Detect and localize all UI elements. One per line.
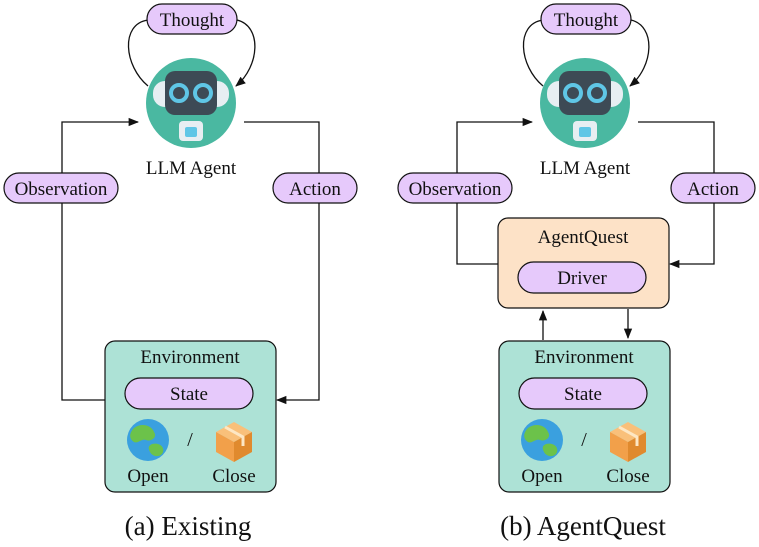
- observation-pill: Observation: [397, 172, 513, 204]
- action-arrow: [244, 121, 320, 405]
- svg-text:Observation: Observation: [409, 179, 502, 200]
- agent-label: LLM Agent: [146, 158, 237, 179]
- open-label: Open: [521, 466, 563, 487]
- svg-text:State: State: [564, 384, 602, 405]
- robot-icon: [146, 58, 236, 148]
- svg-text:Action: Action: [687, 179, 739, 200]
- globe-icon: [127, 419, 169, 461]
- svg-text:Action: Action: [289, 179, 341, 200]
- separator: /: [187, 429, 193, 451]
- svg-text:Thought: Thought: [554, 10, 619, 31]
- open-label: Open: [127, 466, 169, 487]
- globe-icon: [521, 419, 563, 461]
- thought-pill: Thought: [540, 3, 632, 35]
- thought-loop-arrow-return: [235, 19, 256, 87]
- environment-title: Environment: [534, 347, 634, 368]
- environment-title: Environment: [140, 347, 240, 368]
- thought-loop-arrow: [522, 19, 544, 87]
- environment-box: Environment State / Open Close: [104, 340, 277, 493]
- agentquest-box: AgentQuest Driver: [497, 217, 670, 309]
- robot-icon: [540, 58, 630, 148]
- environment-box: Environment State / Open Close: [498, 340, 671, 493]
- action-pill: Action: [670, 172, 756, 204]
- close-label: Close: [212, 466, 255, 487]
- thought-loop-arrow: [127, 19, 149, 87]
- observation-pill: Observation: [3, 172, 119, 204]
- box-icon: [216, 422, 252, 462]
- state-pill: State: [124, 377, 254, 410]
- agent-label: LLM Agent: [540, 158, 631, 179]
- panel-existing: Thought LLM Agent Observation Action: [3, 3, 358, 541]
- svg-text:Observation: Observation: [15, 179, 108, 200]
- action-pill: Action: [272, 172, 358, 204]
- observation-arrow: [61, 117, 140, 401]
- caption-agentquest: (b) AgentQuest: [500, 511, 666, 541]
- agentquest-title: AgentQuest: [538, 227, 629, 248]
- svg-text:Driver: Driver: [557, 268, 607, 289]
- caption-existing: (a) Existing: [125, 511, 252, 541]
- thought-loop-arrow-return: [629, 19, 650, 87]
- svg-text:State: State: [170, 384, 208, 405]
- driver-pill: Driver: [517, 261, 647, 294]
- close-label: Close: [606, 466, 649, 487]
- svg-text:Thought: Thought: [160, 10, 225, 31]
- panel-agentquest: Thought LLM Agent Observation Action Age…: [397, 3, 756, 541]
- separator: /: [581, 429, 587, 451]
- thought-pill: Thought: [146, 3, 238, 35]
- box-icon: [610, 422, 646, 462]
- state-pill: State: [518, 377, 648, 410]
